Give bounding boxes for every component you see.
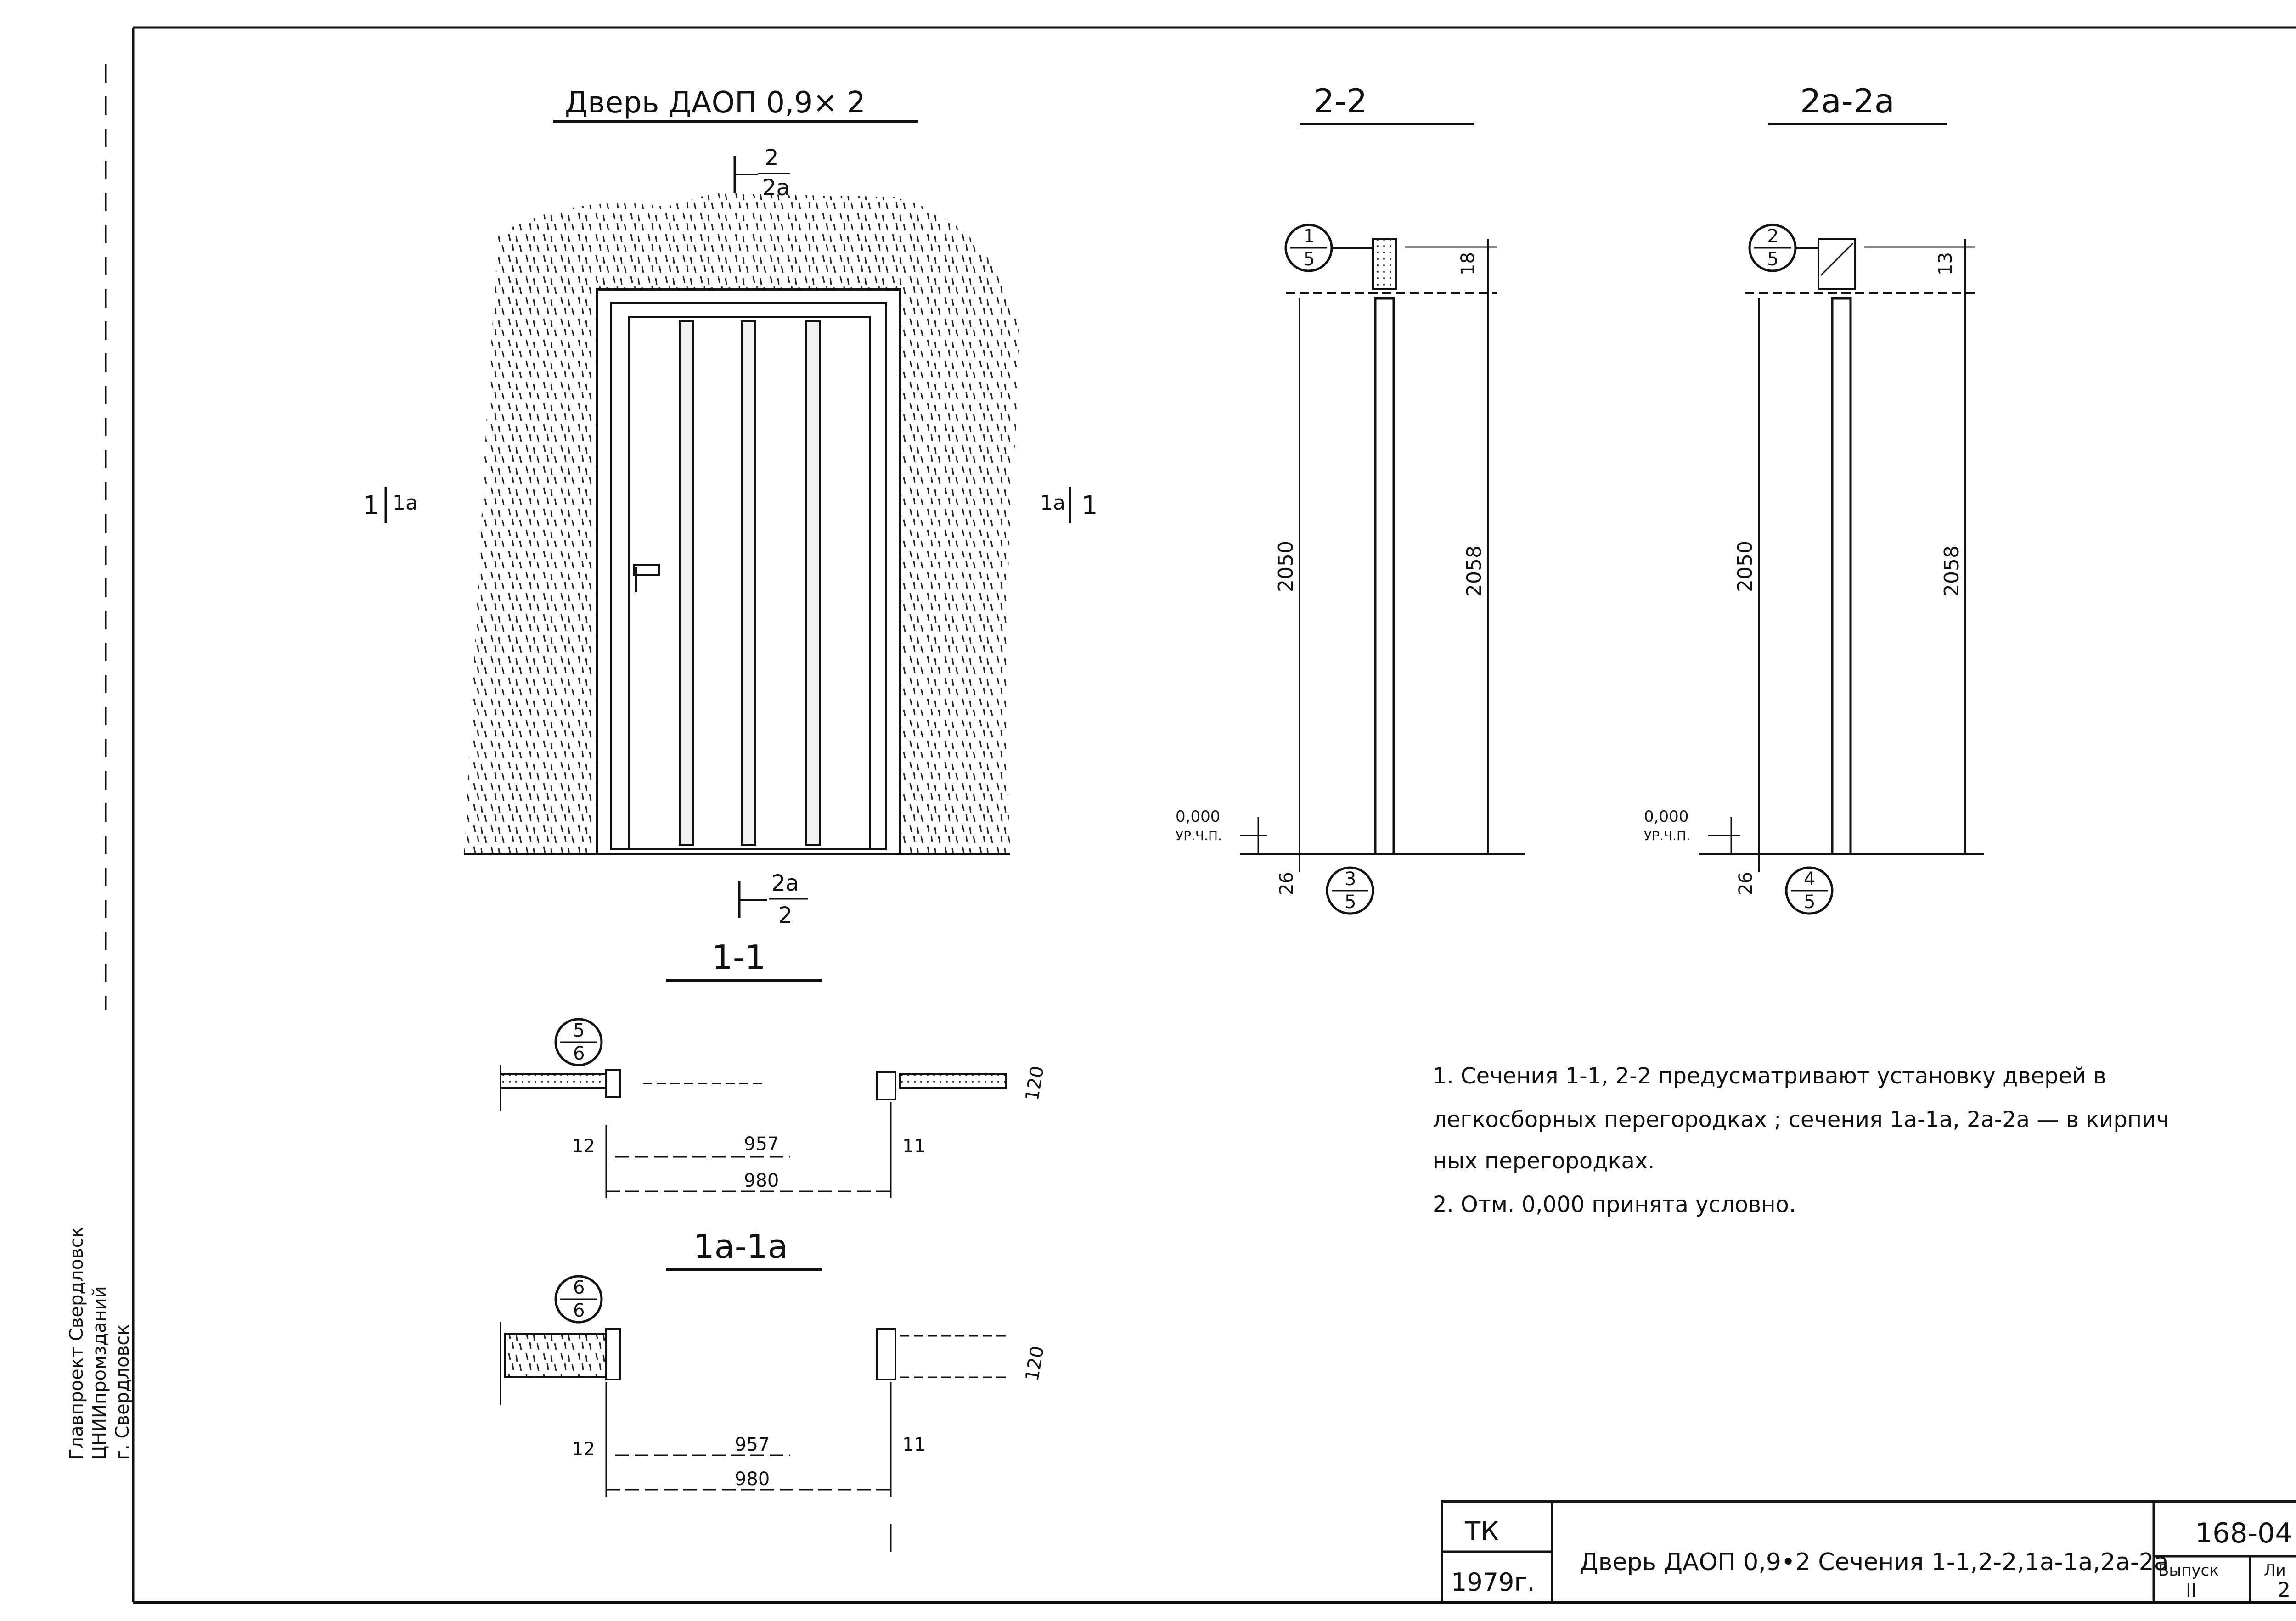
svg-text:0,000: 0,000 (1176, 808, 1220, 826)
cut-mark-bottom: 2а 2 (738, 870, 808, 928)
svg-text:12: 12 (572, 1439, 595, 1460)
door-section-leaf (1374, 297, 1395, 855)
margin-line-2: ЦНИИпромзданий (89, 1286, 110, 1460)
stamp-sheet: 2 (2278, 1578, 2290, 1602)
door-handle (633, 564, 660, 576)
callout-4-5: 4 5 (1785, 866, 1834, 915)
svg-text:13: 13 (1935, 252, 1956, 275)
svg-text:2058: 2058 (1940, 545, 1964, 597)
svg-text:6: 6 (573, 1300, 585, 1321)
stamp-org: ТК (1464, 1517, 1499, 1547)
callout-5-6: 5 6 (554, 1018, 603, 1066)
section-1-1: 1-1 5 6 120 12 957 980 11 (500, 938, 1049, 1198)
svg-text:0,000: 0,000 (1644, 808, 1688, 826)
elevation-title: Дверь ДАОП 0,9× 2 (565, 86, 866, 120)
svg-text:26: 26 (1735, 872, 1756, 895)
svg-text:УР.Ч.П.: УР.Ч.П. (1644, 828, 1690, 843)
svg-text:6: 6 (573, 1043, 585, 1064)
svg-text:1а: 1а (393, 491, 418, 515)
section-1a-1a: 1а-1а 6 6 120 12 957 980 11 (500, 1227, 1049, 1552)
note-line-4: 2. Отм. 0,000 принята условно. (1433, 1192, 1796, 1217)
callout-3-5: 3 5 (1326, 866, 1374, 915)
svg-text:1: 1 (1081, 491, 1098, 521)
svg-text:11: 11 (902, 1136, 926, 1157)
svg-text:1а: 1а (1040, 491, 1065, 515)
svg-text:957: 957 (744, 1133, 779, 1155)
svg-text:5: 5 (1804, 892, 1815, 913)
svg-text:5: 5 (1303, 249, 1315, 270)
svg-text:4: 4 (1804, 869, 1815, 890)
notes: 1. Сечения 1-1, 2-2 предусматривают уста… (1433, 1063, 2169, 1217)
stamp-code: 168-04 (2195, 1517, 2293, 1549)
note-line-2: легкосборных перегородках ; сечения 1а-1… (1433, 1107, 2169, 1133)
title-block: ТК 1979г. Дверь ДАОП 0,9•2 Сечения 1-1,2… (1441, 1500, 2296, 1604)
svg-text:2а: 2а (762, 175, 790, 201)
stamp-issue-label: Выпуск (2158, 1561, 2219, 1580)
svg-text:957: 957 (735, 1434, 770, 1455)
svg-text:3: 3 (1345, 869, 1356, 890)
cut-mark-left: 1 1а (363, 487, 418, 523)
svg-text:980: 980 (735, 1469, 770, 1490)
margin-line-1: Главпроект Свердловск (66, 1227, 87, 1460)
section-2a-2a: 2а-2а 2 5 13 2050 2058 0,000 УР.Ч.П. 26 … (1644, 82, 1984, 915)
callout-6-6: 6 6 (554, 1275, 603, 1324)
section-1-1-title: 1-1 (712, 938, 766, 976)
cut-mark-top: 2 2а (733, 145, 790, 201)
svg-text:26: 26 (1276, 872, 1297, 895)
section-2-2-title: 2-2 (1313, 82, 1367, 120)
stamp-sheet-label: Ли (2264, 1561, 2286, 1580)
svg-text:5: 5 (1345, 892, 1356, 913)
section-1a-1a-title: 1а-1а (693, 1227, 788, 1266)
svg-text:УР.Ч.П.: УР.Ч.П. (1176, 828, 1222, 843)
section-2-2: 2-2 1 5 18 2050 2058 0,000 УР.Ч.П. 26 3 … (1176, 82, 1525, 915)
cut-mark-right: 1а 1 (1040, 487, 1098, 523)
svg-text:980: 980 (744, 1170, 779, 1191)
svg-text:6: 6 (573, 1277, 585, 1298)
margin-line-3: г. Свердловск (112, 1324, 133, 1460)
svg-text:5: 5 (1767, 249, 1778, 270)
stamp-year: 1979г. (1451, 1568, 1535, 1597)
svg-text:2а: 2а (771, 870, 799, 896)
svg-text:2058: 2058 (1463, 545, 1486, 597)
svg-text:1: 1 (1303, 226, 1315, 247)
svg-text:120: 120 (1022, 1345, 1049, 1383)
svg-text:2: 2 (1767, 226, 1778, 247)
note-line-3: ных перегородках. (1433, 1148, 1655, 1174)
stamp-title: Дверь ДАОП 0,9•2 Сечения 1-1,2-2,1а-1а,2… (1580, 1548, 2169, 1576)
callout-1-5: 1 5 (1284, 224, 1373, 272)
svg-text:12: 12 (572, 1136, 595, 1157)
margin-text: Главпроект Свердловск ЦНИИпромзданий г. … (66, 64, 133, 1460)
svg-text:2: 2 (778, 903, 793, 928)
section-2a-2a-title: 2а-2а (1800, 82, 1895, 120)
svg-text:2: 2 (765, 145, 779, 171)
callout-2-5: 2 5 (1748, 224, 1818, 272)
svg-text:2050: 2050 (1274, 541, 1298, 592)
svg-text:18: 18 (1458, 252, 1479, 275)
note-line-1: 1. Сечения 1-1, 2-2 предусматривают уста… (1433, 1063, 2106, 1089)
svg-text:120: 120 (1022, 1065, 1049, 1103)
stamp-issue: II (2186, 1580, 2197, 1601)
svg-text:2050: 2050 (1733, 541, 1757, 592)
svg-text:1: 1 (363, 491, 379, 521)
svg-text:5: 5 (573, 1020, 585, 1041)
svg-text:11: 11 (902, 1434, 926, 1455)
door-elevation: Дверь ДАОП 0,9× 2 2 2а 2а 2 (363, 86, 1098, 928)
